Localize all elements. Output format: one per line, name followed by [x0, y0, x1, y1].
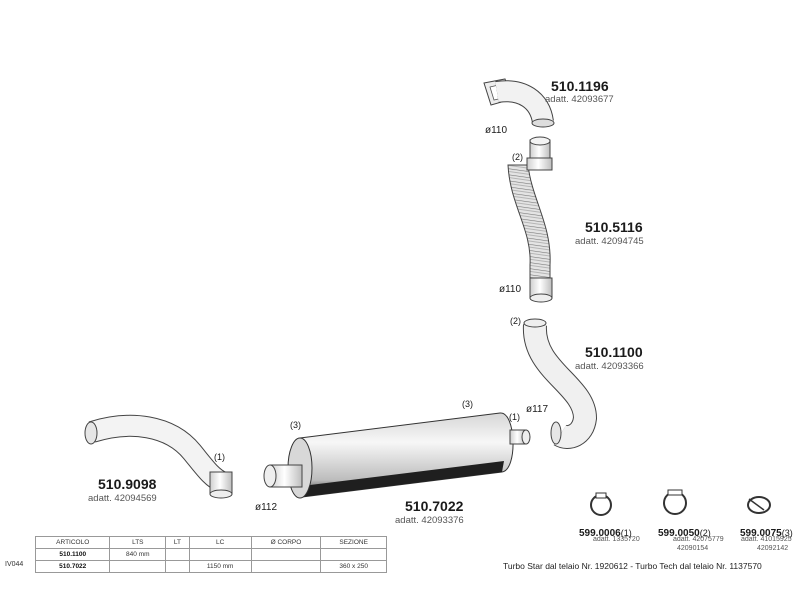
- clamp-count: (3): [781, 528, 793, 538]
- clamp-icon: [747, 496, 771, 514]
- table-cell: 510.7022: [34, 560, 111, 573]
- elbow-510-1196: [483, 78, 555, 128]
- table-cell: [320, 548, 387, 561]
- table-header: Ø CORPO: [250, 536, 322, 549]
- clamp-code: 599.0006: [579, 528, 621, 539]
- quantity-label: (3): [462, 399, 473, 409]
- tailpipe-510-9098: [84, 414, 233, 499]
- quantity-label: (1): [509, 412, 520, 422]
- quantity-label: (2): [510, 316, 521, 326]
- clamp-code: 599.0075: [740, 528, 782, 539]
- part-adapt: adatt. 42094569: [88, 493, 157, 504]
- diameter-label: ø110: [485, 125, 508, 136]
- clamp-adapt: 42092142: [757, 545, 789, 552]
- table-cell: 1150 mm: [188, 560, 252, 573]
- clamp-code: 599.0050: [658, 528, 700, 539]
- table-header: LC: [188, 536, 252, 549]
- table-row: 510.7022 1150 mm 360 x 250: [34, 560, 387, 573]
- spec-table: ARTICOLO LTS LT LC Ø CORPO SEZIONE 510.1…: [34, 536, 387, 573]
- table-cell: [250, 548, 322, 561]
- clamp-adapt: adatt. 1335720: [593, 536, 640, 543]
- clamp-adapt: adatt. 41015925: [741, 536, 792, 543]
- clamp-count: (1): [620, 528, 632, 538]
- clamp-number: 599.0050(2): [658, 524, 711, 540]
- clamp-adapt: 42090154: [677, 545, 709, 552]
- table-cell: 360 x 250: [320, 560, 387, 573]
- part-number: 510.5116: [585, 219, 643, 235]
- drawing-code: IV044: [5, 561, 24, 568]
- clamp-icon: [663, 489, 687, 515]
- table-cell: [188, 548, 252, 561]
- part-number: 510.7022: [405, 498, 464, 514]
- table-cell: 840 mm: [109, 548, 167, 561]
- footer-note: Turbo Star dal telaio Nr. 1920612 - Turb…: [503, 561, 762, 571]
- clamp-number: 599.0006(1): [579, 524, 632, 540]
- part-adapt: adatt. 42094745: [575, 236, 644, 247]
- part-adapt: adatt. 42093677: [545, 94, 614, 105]
- quantity-label: (1): [214, 452, 225, 462]
- table-cell: [165, 560, 190, 573]
- pipe-510-1100: [522, 318, 598, 449]
- table-row: 510.1100 840 mm: [34, 548, 387, 561]
- table-header: ARTICOLO: [34, 536, 111, 549]
- clamp-icon: [590, 492, 612, 516]
- table-cell: 510.1100: [34, 548, 111, 561]
- quantity-label: (2): [512, 152, 523, 162]
- table-header: LTS: [109, 536, 167, 549]
- table-cell: [165, 548, 190, 561]
- quantity-label: (3): [290, 420, 301, 430]
- diameter-label: ø112: [255, 502, 278, 513]
- table-cell: [250, 560, 322, 573]
- part-adapt: adatt. 42093366: [575, 361, 644, 372]
- table-cell: [109, 560, 167, 573]
- table-header-row: ARTICOLO LTS LT LC Ø CORPO SEZIONE: [34, 536, 387, 549]
- table-header: SEZIONE: [320, 536, 387, 549]
- clamp-adapt: adatt. 42075779: [673, 536, 724, 543]
- diameter-label: ø117: [526, 404, 549, 415]
- part-number: 510.1100: [585, 344, 643, 360]
- clamp-count: (2): [699, 528, 711, 538]
- part-number: 510.9098: [98, 476, 157, 492]
- table-header: LT: [165, 536, 190, 549]
- clamp-number: 599.0075(3): [740, 524, 793, 540]
- muffler-510-7022: [263, 412, 531, 499]
- flex-pipe-510-5116: [507, 136, 553, 303]
- part-number: 510.1196: [551, 78, 609, 94]
- part-adapt: adatt. 42093376: [395, 515, 464, 526]
- diameter-label: ø110: [499, 284, 522, 295]
